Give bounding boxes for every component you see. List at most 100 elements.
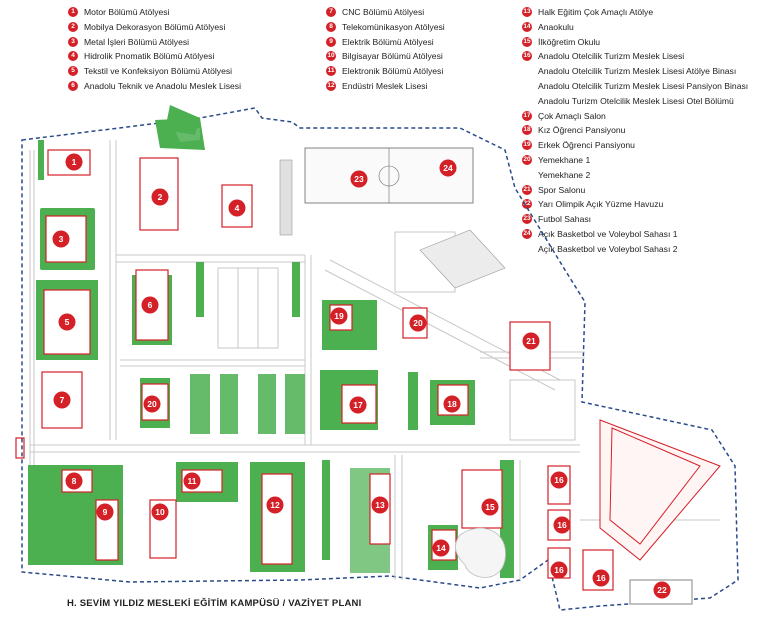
campus-boundary: [21, 107, 739, 611]
building-marker-7: 7: [53, 391, 71, 409]
legend-label: Yemekhane 2: [538, 169, 591, 180]
marker-label: 18: [447, 399, 457, 409]
legend-label: Yemekhane 1: [538, 155, 591, 165]
legend-label: Metal İşleri Bölümü Atölyesi: [84, 36, 190, 47]
legend-label: Elektronik Bölümü Atölyesi: [342, 66, 444, 77]
building-marker-20: 20: [409, 314, 427, 332]
legend-number-badge: 1: [68, 7, 78, 17]
building-marker-11: 11: [183, 472, 201, 490]
legend-item: Açık Basketbol ve Voleybol Sahası 2: [522, 243, 678, 255]
legend-item: 15 İlköğretim Okulu: [522, 36, 600, 48]
legend-number-badge: 6: [68, 81, 78, 91]
building-marker-12: 12: [266, 496, 284, 514]
legend-number-badge: 17: [522, 110, 532, 121]
marker-label: 16: [596, 573, 606, 583]
marker-label: 16: [554, 475, 564, 485]
building-marker-10: 10: [151, 503, 169, 521]
legend-item: 3 Metal İşleri Bölümü Atölyesi: [68, 36, 189, 48]
building-marker-16: 16: [550, 561, 568, 579]
legend-item: Anadolu Otelcilik Turizm Meslek Lisesi A…: [522, 65, 736, 77]
legend-number-badge: 22: [522, 199, 532, 210]
marker-label: 13: [375, 500, 385, 510]
legend-item: 21 Spor Salonu: [522, 184, 585, 196]
marker-label: 21: [526, 336, 536, 346]
legend-item: 9 Elektrik Bölümü Atölyesi: [326, 36, 434, 48]
building-marker-16: 16: [592, 569, 610, 587]
marker-label: 20: [147, 399, 157, 409]
marker-label: 19: [334, 311, 344, 321]
legend-item: 7 CNC Bölümü Atölyesi: [326, 6, 424, 18]
legend-number-badge: 15: [522, 36, 532, 47]
legend-label: Futbol Sahası: [538, 214, 592, 225]
marker-label: 20: [413, 318, 423, 328]
grandstand: [279, 159, 506, 289]
marker-label: 15: [485, 502, 495, 512]
marker-label: 6: [148, 300, 153, 310]
building-marker-8: 8: [65, 472, 83, 490]
building-marker-6: 6: [141, 296, 159, 314]
legend-label: Anadolu Turizm Otelcilik Meslek Lisesi O…: [538, 95, 734, 106]
legend-number-badge: 20: [522, 155, 532, 165]
marker-label: 22: [657, 585, 667, 595]
marker-label: 23: [354, 174, 364, 184]
legend-label: Spor Salonu: [538, 184, 586, 195]
building-marker-13: 13: [371, 496, 389, 514]
legend-label: Mobilya Dekorasyon Bölümü Atölyesi: [84, 21, 226, 32]
building-marker-16: 16: [550, 471, 568, 489]
legend-item: Yemekhane 2: [522, 169, 590, 181]
legend-item: 20 Yemekhane 1: [522, 154, 590, 166]
building-marker-2: 2: [151, 188, 169, 206]
legend-label: Elektrik Bölümü Atölyesi: [342, 36, 434, 47]
building-marker-15: 15: [481, 498, 499, 516]
legend-number-badge: 18: [522, 125, 532, 136]
building-marker-22: 22: [653, 581, 671, 599]
legend-label: Endüstri Meslek Lisesi: [342, 81, 428, 91]
legend-item: Anadolu Otelcilik Turizm Meslek Lisesi P…: [522, 80, 748, 92]
legend-number-badge: 19: [522, 140, 532, 151]
legend-label: Erkek Öğrenci Pansiyonu: [538, 140, 635, 151]
legend-item: 19 Erkek Öğrenci Pansiyonu: [522, 139, 635, 151]
building-marker-4: 4: [228, 199, 246, 217]
legend-number-badge: 5: [68, 66, 78, 77]
building-marker-3: 3: [52, 230, 70, 248]
legend-label: CNC Bölümü Atölyesi: [342, 7, 425, 17]
marker-label: 4: [235, 203, 240, 213]
legend-number-badge: 3: [68, 36, 78, 47]
legend-label: Yarı Olimpik Açık Yüzme Havuzu: [538, 199, 664, 210]
marker-label: 8: [72, 476, 77, 486]
marker-label: 16: [554, 565, 564, 575]
legend-number-badge: 8: [326, 21, 336, 32]
marker-label: 24: [443, 163, 453, 173]
legend-label: Telekomünikasyon Atölyesi: [342, 21, 445, 32]
marker-label: 10: [155, 507, 165, 517]
marker-label: 16: [557, 520, 567, 530]
legend-number-badge: 2: [68, 21, 78, 32]
legend-label: Motor Bölümü Atölyesi: [84, 7, 170, 17]
legend-number-badge: 9: [326, 36, 336, 47]
pool-area: [455, 527, 506, 578]
marker-label: 17: [353, 400, 363, 410]
building-marker-24: 24: [439, 159, 457, 177]
legend-number-badge: 7: [326, 7, 336, 17]
building-marker-18: 18: [443, 395, 461, 413]
marker-label: 5: [65, 317, 70, 327]
legend-number-badge: 4: [68, 51, 78, 62]
marker-label: 2: [158, 192, 163, 202]
legend-label: Anadolu Otelcilik Turizm Meslek Lisesi P…: [538, 81, 749, 91]
legend-label: İlköğretim Okulu: [538, 36, 601, 47]
legend-number-badge: 10: [326, 51, 336, 62]
legend-item: 8 Telekomünikasyon Atölyesi: [326, 21, 445, 33]
legend-label: Anaokulu: [538, 21, 574, 32]
legend-number-badge: 21: [522, 184, 532, 195]
marker-label: 7: [60, 395, 65, 405]
